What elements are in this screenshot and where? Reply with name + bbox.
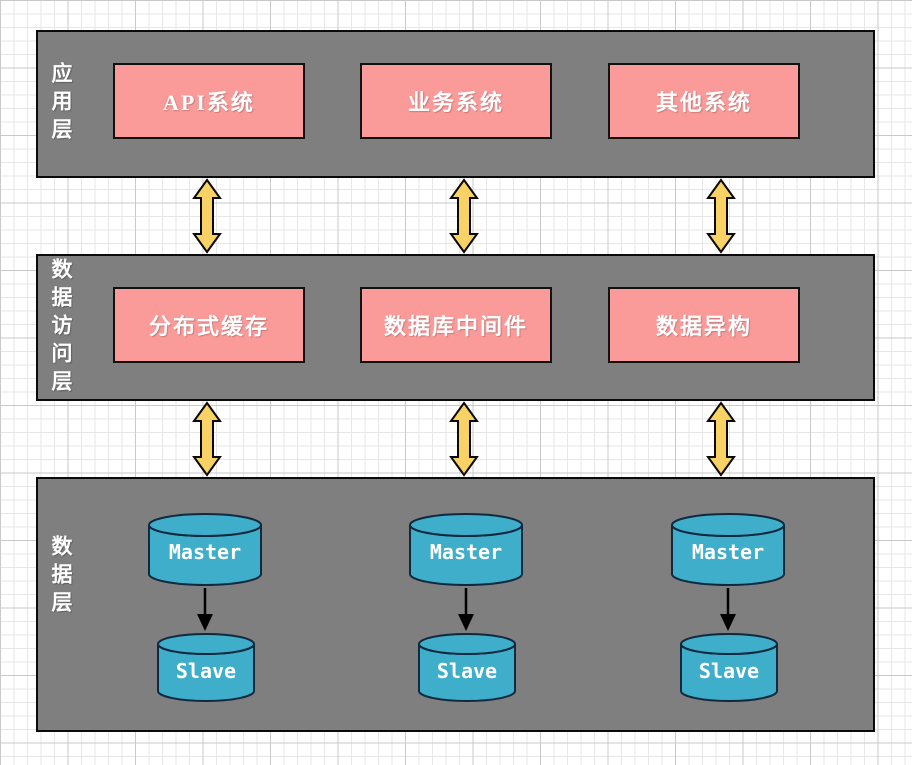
down-arrow-icon [458, 588, 474, 631]
down-arrow-icon [720, 588, 736, 631]
double-arrow-icon [449, 178, 479, 254]
database-label: Slave [698, 659, 760, 683]
double-arrow-icon [192, 178, 222, 254]
double-arrow-icon [706, 178, 736, 254]
node-distributed-cache: 分布式缓存 [113, 287, 305, 363]
double-arrow-icon [449, 401, 479, 477]
node-database-middleware: 数据库中间件 [360, 287, 552, 363]
down-arrow-icon [197, 588, 213, 631]
layer-label-text: 数据层 [49, 535, 73, 619]
database-slave: Slave [679, 632, 779, 704]
database-cylinder-icon [418, 633, 516, 702]
layer-band-application: 应用层 API系统 业务系统 其他系统 [36, 30, 875, 178]
node-other-system: 其他系统 [608, 63, 800, 139]
database-label: Slave [175, 659, 237, 683]
database-cylinder-icon [680, 633, 778, 702]
layer-band-data-access: 数据访问层 分布式缓存 数据库中间件 数据异构 [36, 254, 875, 401]
layer-label-data: 数据层 [46, 479, 76, 730]
database-label: Master [429, 540, 503, 564]
layer-label-data-access: 数据访问层 [46, 256, 76, 399]
node-label: 其他系统 [655, 90, 752, 115]
database-label: Master [691, 540, 765, 564]
node-label: 业务系统 [407, 90, 504, 115]
database-slave: Slave [417, 632, 517, 704]
node-api-system: API系统 [113, 63, 305, 139]
database-master: Master [670, 512, 786, 588]
layer-band-data: 数据层 Master Slave Mas [36, 477, 875, 732]
node-label: 数据异构 [655, 314, 752, 339]
database-cylinder-icon [148, 513, 262, 586]
layer-label-application: 应用层 [46, 32, 76, 176]
database-slave: Slave [156, 632, 256, 704]
database-cylinder-icon [671, 513, 785, 586]
database-master: Master [147, 512, 263, 588]
database-cylinder-icon [157, 633, 255, 702]
double-arrow-icon [192, 401, 222, 477]
node-data-heterogeneity: 数据异构 [608, 287, 800, 363]
database-master: Master [408, 512, 524, 588]
node-business-system: 业务系统 [360, 63, 552, 139]
layer-label-text: 应用层 [49, 62, 73, 146]
node-label: 数据库中间件 [383, 314, 528, 339]
database-label: Master [168, 540, 242, 564]
node-label: API系统 [163, 90, 255, 115]
node-label: 分布式缓存 [148, 314, 269, 339]
layer-label-text: 数据访问层 [49, 257, 73, 398]
database-cylinder-icon [409, 513, 523, 586]
double-arrow-icon [706, 401, 736, 477]
database-label: Slave [436, 659, 498, 683]
